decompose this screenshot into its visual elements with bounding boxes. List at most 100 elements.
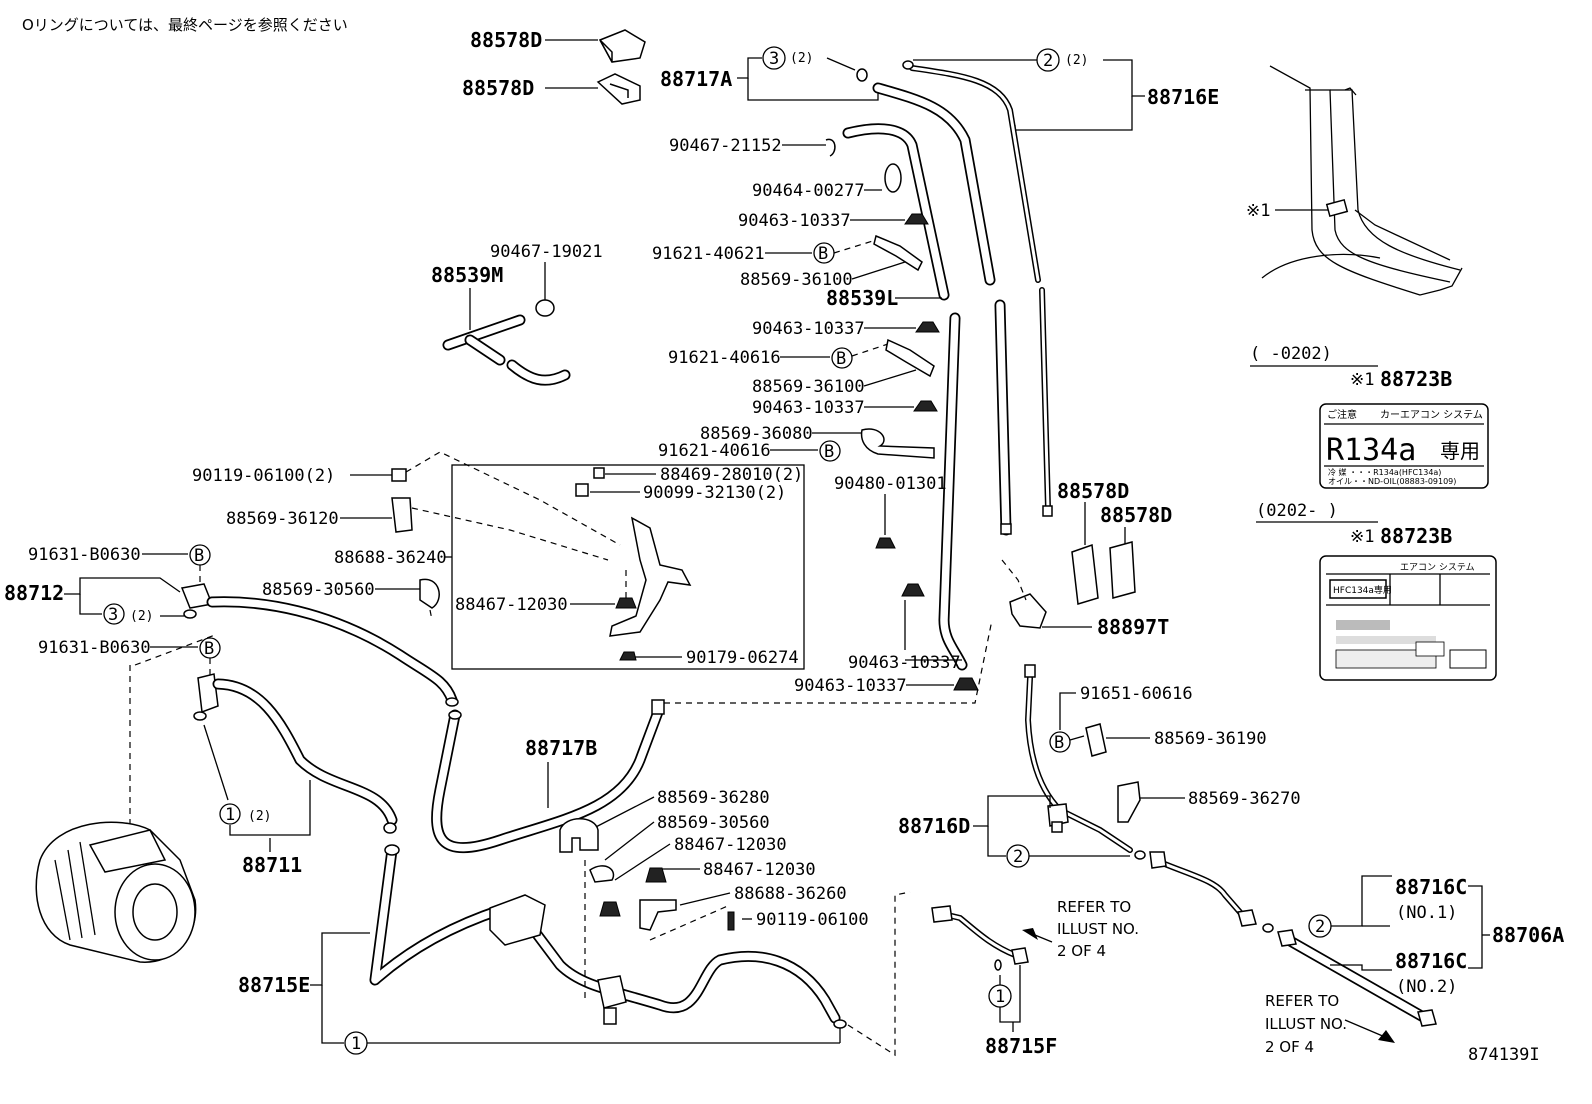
label-91651-60616: 91651-60616: [1080, 684, 1193, 704]
label-90463-10337-a: 90463-10337: [738, 211, 851, 231]
callout-2-88716c-text: 2: [1315, 917, 1325, 937]
card-a-row2: オイル・・ND-OIL(08883-09109): [1328, 477, 1456, 486]
label-90467-19021: 90467-19021: [490, 242, 603, 262]
callout-3-top-text: 3: [769, 49, 779, 69]
card-a-system: カーエアコン システム: [1380, 409, 1483, 421]
label-90467-21152: 90467-21152: [669, 136, 782, 156]
label-88467-12030-a: 88467-12030: [455, 595, 568, 615]
callout-b-6-text: B: [1054, 733, 1064, 753]
refer-note-1-line3: 2 OF 4: [1057, 942, 1106, 960]
qualifier-no2: (NO.2): [1396, 977, 1457, 997]
label-90463-10337-d: 90463-10337: [848, 653, 961, 673]
box-88688-36240: [451, 464, 805, 670]
label-card-b: エアコン システム HFC134a専用: [1319, 555, 1497, 681]
label-88897t: 88897T: [1097, 615, 1169, 639]
callout-3-top: [762, 46, 786, 70]
label-88569-36280: 88569-36280: [657, 788, 770, 808]
part-88897t-shape: [1009, 593, 1047, 629]
pipe-88715e: [369, 844, 841, 1024]
card-a-row1: 冷 媒 ・・・R134a(HFC134a): [1328, 467, 1441, 477]
card-a-main: R134a: [1326, 433, 1416, 468]
card-b-system: エアコン システム: [1400, 562, 1475, 573]
pipe-lower-mid: [994, 299, 1012, 536]
callout-b-2: [831, 347, 853, 369]
pipe-88717b: [431, 706, 664, 854]
clip-88578d-second: [596, 73, 641, 105]
label-91621-40616-a: 91621-40616: [668, 348, 781, 368]
pipe-88716c-no2: [1279, 932, 1431, 1024]
refer-note-1-line1: REFER TO: [1057, 898, 1131, 916]
label-88539m: 88539M: [431, 263, 503, 287]
label-88716e: 88716E: [1147, 85, 1219, 109]
clip-88578d-d-shape: [1109, 541, 1136, 599]
label-88569-36080: 88569-36080: [700, 424, 813, 444]
label-88569-36100-b: 88569-36100: [752, 377, 865, 397]
mark-1-a: ※1: [1350, 370, 1374, 390]
refer-note-2-line3: 2 OF 4: [1265, 1038, 1314, 1056]
label-88467-12030-c: 88467-12030: [703, 860, 816, 880]
compressor: [35, 821, 197, 963]
label-88715f: 88715F: [985, 1034, 1057, 1058]
label-91631-b0630-b: 91631-B0630: [38, 638, 151, 658]
label-90119-06100-2: 90119-06100(2): [192, 466, 335, 486]
label-88569-36270: 88569-36270: [1188, 789, 1301, 809]
qty-top-b: (2): [1065, 53, 1088, 68]
pipe-88539l: [842, 123, 950, 301]
range-a: ( -0202): [1250, 344, 1332, 364]
label-91631-b0630-a: 91631-B0630: [28, 545, 141, 565]
label-90119-06100: 90119-06100: [756, 910, 869, 930]
label-88569-30560-a: 88569-30560: [262, 580, 375, 600]
label-90463-10337-e: 90463-10337: [794, 676, 907, 696]
label-88469-28010: 88469-28010(2): [660, 465, 803, 485]
label-88715e: 88715E: [238, 973, 310, 997]
label-91621-40621: 91621-40621: [652, 244, 765, 264]
header-note: Oリングについては、最終ページを参照ください: [22, 16, 348, 34]
qty-top-a: (2): [790, 51, 813, 66]
callout-b-6: [1049, 731, 1071, 753]
mark-1-inset: ※1: [1246, 201, 1270, 221]
receiver-drier: [489, 894, 546, 946]
label-88717a: 88717A: [660, 67, 732, 91]
bracket-88688-36240: [609, 516, 692, 637]
callout-3-left: [103, 603, 125, 625]
label-88712: 88712: [4, 581, 64, 605]
pipe-88711: [212, 678, 398, 826]
pipe-lower-left: [938, 312, 968, 671]
callout-b-4-text: B: [194, 546, 204, 566]
pipe-lower-right: [1039, 287, 1051, 511]
qty-left-b: (2): [248, 809, 271, 824]
label-88688-36260: 88688-36260: [734, 884, 847, 904]
label-88706a: 88706A: [1492, 923, 1564, 947]
range-b: (0202- ): [1256, 501, 1338, 521]
callout-3-left-text: 3: [108, 605, 118, 625]
pipe-88715f: [932, 909, 1018, 958]
label-90463-10337-b: 90463-10337: [752, 319, 865, 339]
label-88717b: 88717B: [525, 736, 597, 760]
card-b-mono: HFC134a専用: [1333, 584, 1392, 596]
callout-2-top-text: 2: [1043, 51, 1053, 71]
pipe-88716c-no1: [1152, 857, 1248, 921]
label-88723b-b: 88723B: [1380, 524, 1452, 548]
label-90464-00277: 90464-00277: [752, 181, 865, 201]
callout-b-3-text: B: [824, 442, 834, 462]
label-88569-30560-b: 88569-30560: [657, 813, 770, 833]
pipe-88712: [206, 596, 458, 706]
label-card-a: ご注意 カーエアコン システム R134a 専用 冷 媒 ・・・R134a(HF…: [1319, 403, 1489, 489]
refer-note-2-line2: ILLUST NO.: [1265, 1015, 1347, 1033]
mark-1-b: ※1: [1350, 527, 1374, 547]
label-88578d-c: 88578D: [1057, 479, 1129, 503]
qty-left-a: (2): [130, 609, 153, 624]
label-88688-36240: 88688-36240: [334, 548, 447, 568]
callout-1-bottom-text: 1: [351, 1034, 361, 1054]
callout-1-88715f-text: 1: [995, 987, 1005, 1007]
callout-2-88716d-text: 2: [1013, 847, 1023, 867]
label-88716c-no2: 88716C: [1395, 949, 1467, 973]
label-88578d-b: 88578D: [462, 76, 534, 100]
label-88578d-d: 88578D: [1100, 503, 1172, 527]
callout-1-left-text: 1: [225, 805, 235, 825]
label-90099-32130: 90099-32130(2): [643, 483, 786, 503]
callout-b-1-text: B: [818, 244, 828, 264]
callout-1-left: [219, 803, 241, 825]
